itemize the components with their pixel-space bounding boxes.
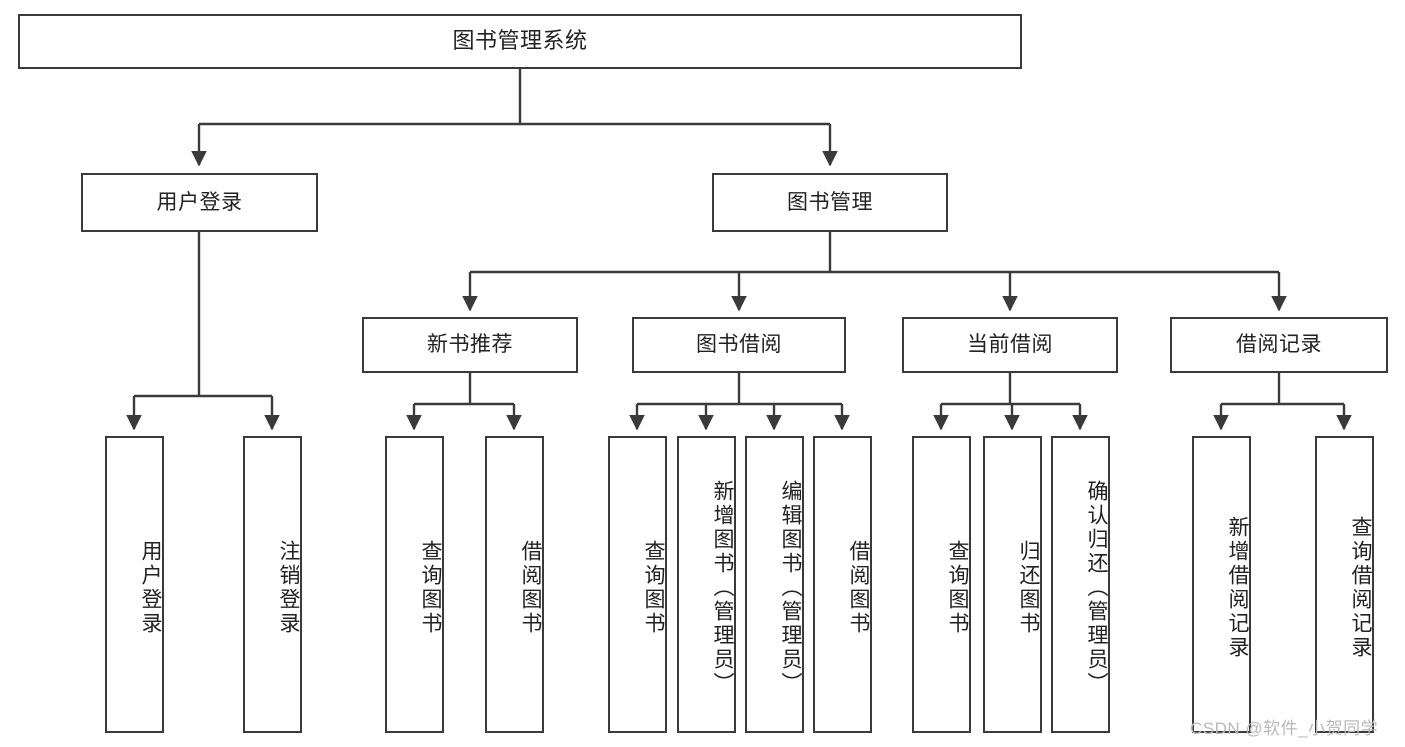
node-label: 借阅图书 (847, 539, 870, 636)
node-leaf-add-book[interactable]: 新增图书（管理员） (677, 436, 736, 733)
node-label: 借阅记录 (1236, 333, 1322, 357)
node-label: 借阅图书 (519, 539, 542, 636)
csdn-watermark: CSDN @软件_小贺同学 (1190, 719, 1379, 738)
node-leaf-add-record[interactable]: 新增借阅记录 (1192, 436, 1251, 733)
node-label: 当前借阅 (967, 333, 1053, 357)
node-label: 查询图书 (419, 539, 442, 636)
node-label: 新增图书（管理员） (711, 479, 734, 696)
node-label: 注销登录 (277, 539, 300, 636)
node-leaf-user-logout[interactable]: 注销登录 (243, 436, 302, 733)
node-label: 查询借阅记录 (1349, 515, 1372, 660)
node-label: 新增借阅记录 (1226, 515, 1249, 660)
node-label: 图书管理系统 (452, 28, 588, 54)
node-user-login[interactable]: 用户登录 (81, 173, 318, 232)
node-book-manage[interactable]: 图书管理 (712, 173, 948, 232)
node-new-book-recommend[interactable]: 新书推荐 (362, 317, 578, 373)
node-label: 用户登录 (156, 190, 243, 214)
node-borrow-record[interactable]: 借阅记录 (1170, 317, 1388, 373)
node-book-borrow[interactable]: 图书借阅 (632, 317, 846, 373)
node-label: 图书借阅 (696, 333, 782, 357)
node-label: 新书推荐 (427, 333, 513, 357)
node-leaf-query-book-2[interactable]: 查询图书 (608, 436, 667, 733)
node-label: 归还图书 (1017, 539, 1040, 636)
node-label: 用户登录 (139, 539, 162, 636)
node-label: 图书管理 (787, 190, 873, 214)
node-root-system[interactable]: 图书管理系统 (18, 14, 1022, 69)
node-leaf-borrow-book-2[interactable]: 借阅图书 (813, 436, 872, 733)
node-label: 查询图书 (946, 539, 969, 636)
node-leaf-query-book-3[interactable]: 查询图书 (912, 436, 971, 733)
node-leaf-edit-book[interactable]: 编辑图书（管理员） (745, 436, 804, 733)
node-label: 查询图书 (642, 539, 665, 636)
node-label: 确认归还（管理员） (1085, 479, 1108, 696)
node-leaf-query-record[interactable]: 查询借阅记录 (1315, 436, 1374, 733)
node-leaf-return-book[interactable]: 归还图书 (983, 436, 1042, 733)
node-leaf-borrow-book-1[interactable]: 借阅图书 (485, 436, 544, 733)
node-label: 编辑图书（管理员） (779, 479, 802, 696)
node-current-borrow[interactable]: 当前借阅 (902, 317, 1118, 373)
node-leaf-confirm-return[interactable]: 确认归还（管理员） (1051, 436, 1110, 733)
node-leaf-query-book-1[interactable]: 查询图书 (385, 436, 444, 733)
node-leaf-user-login[interactable]: 用户登录 (105, 436, 164, 733)
